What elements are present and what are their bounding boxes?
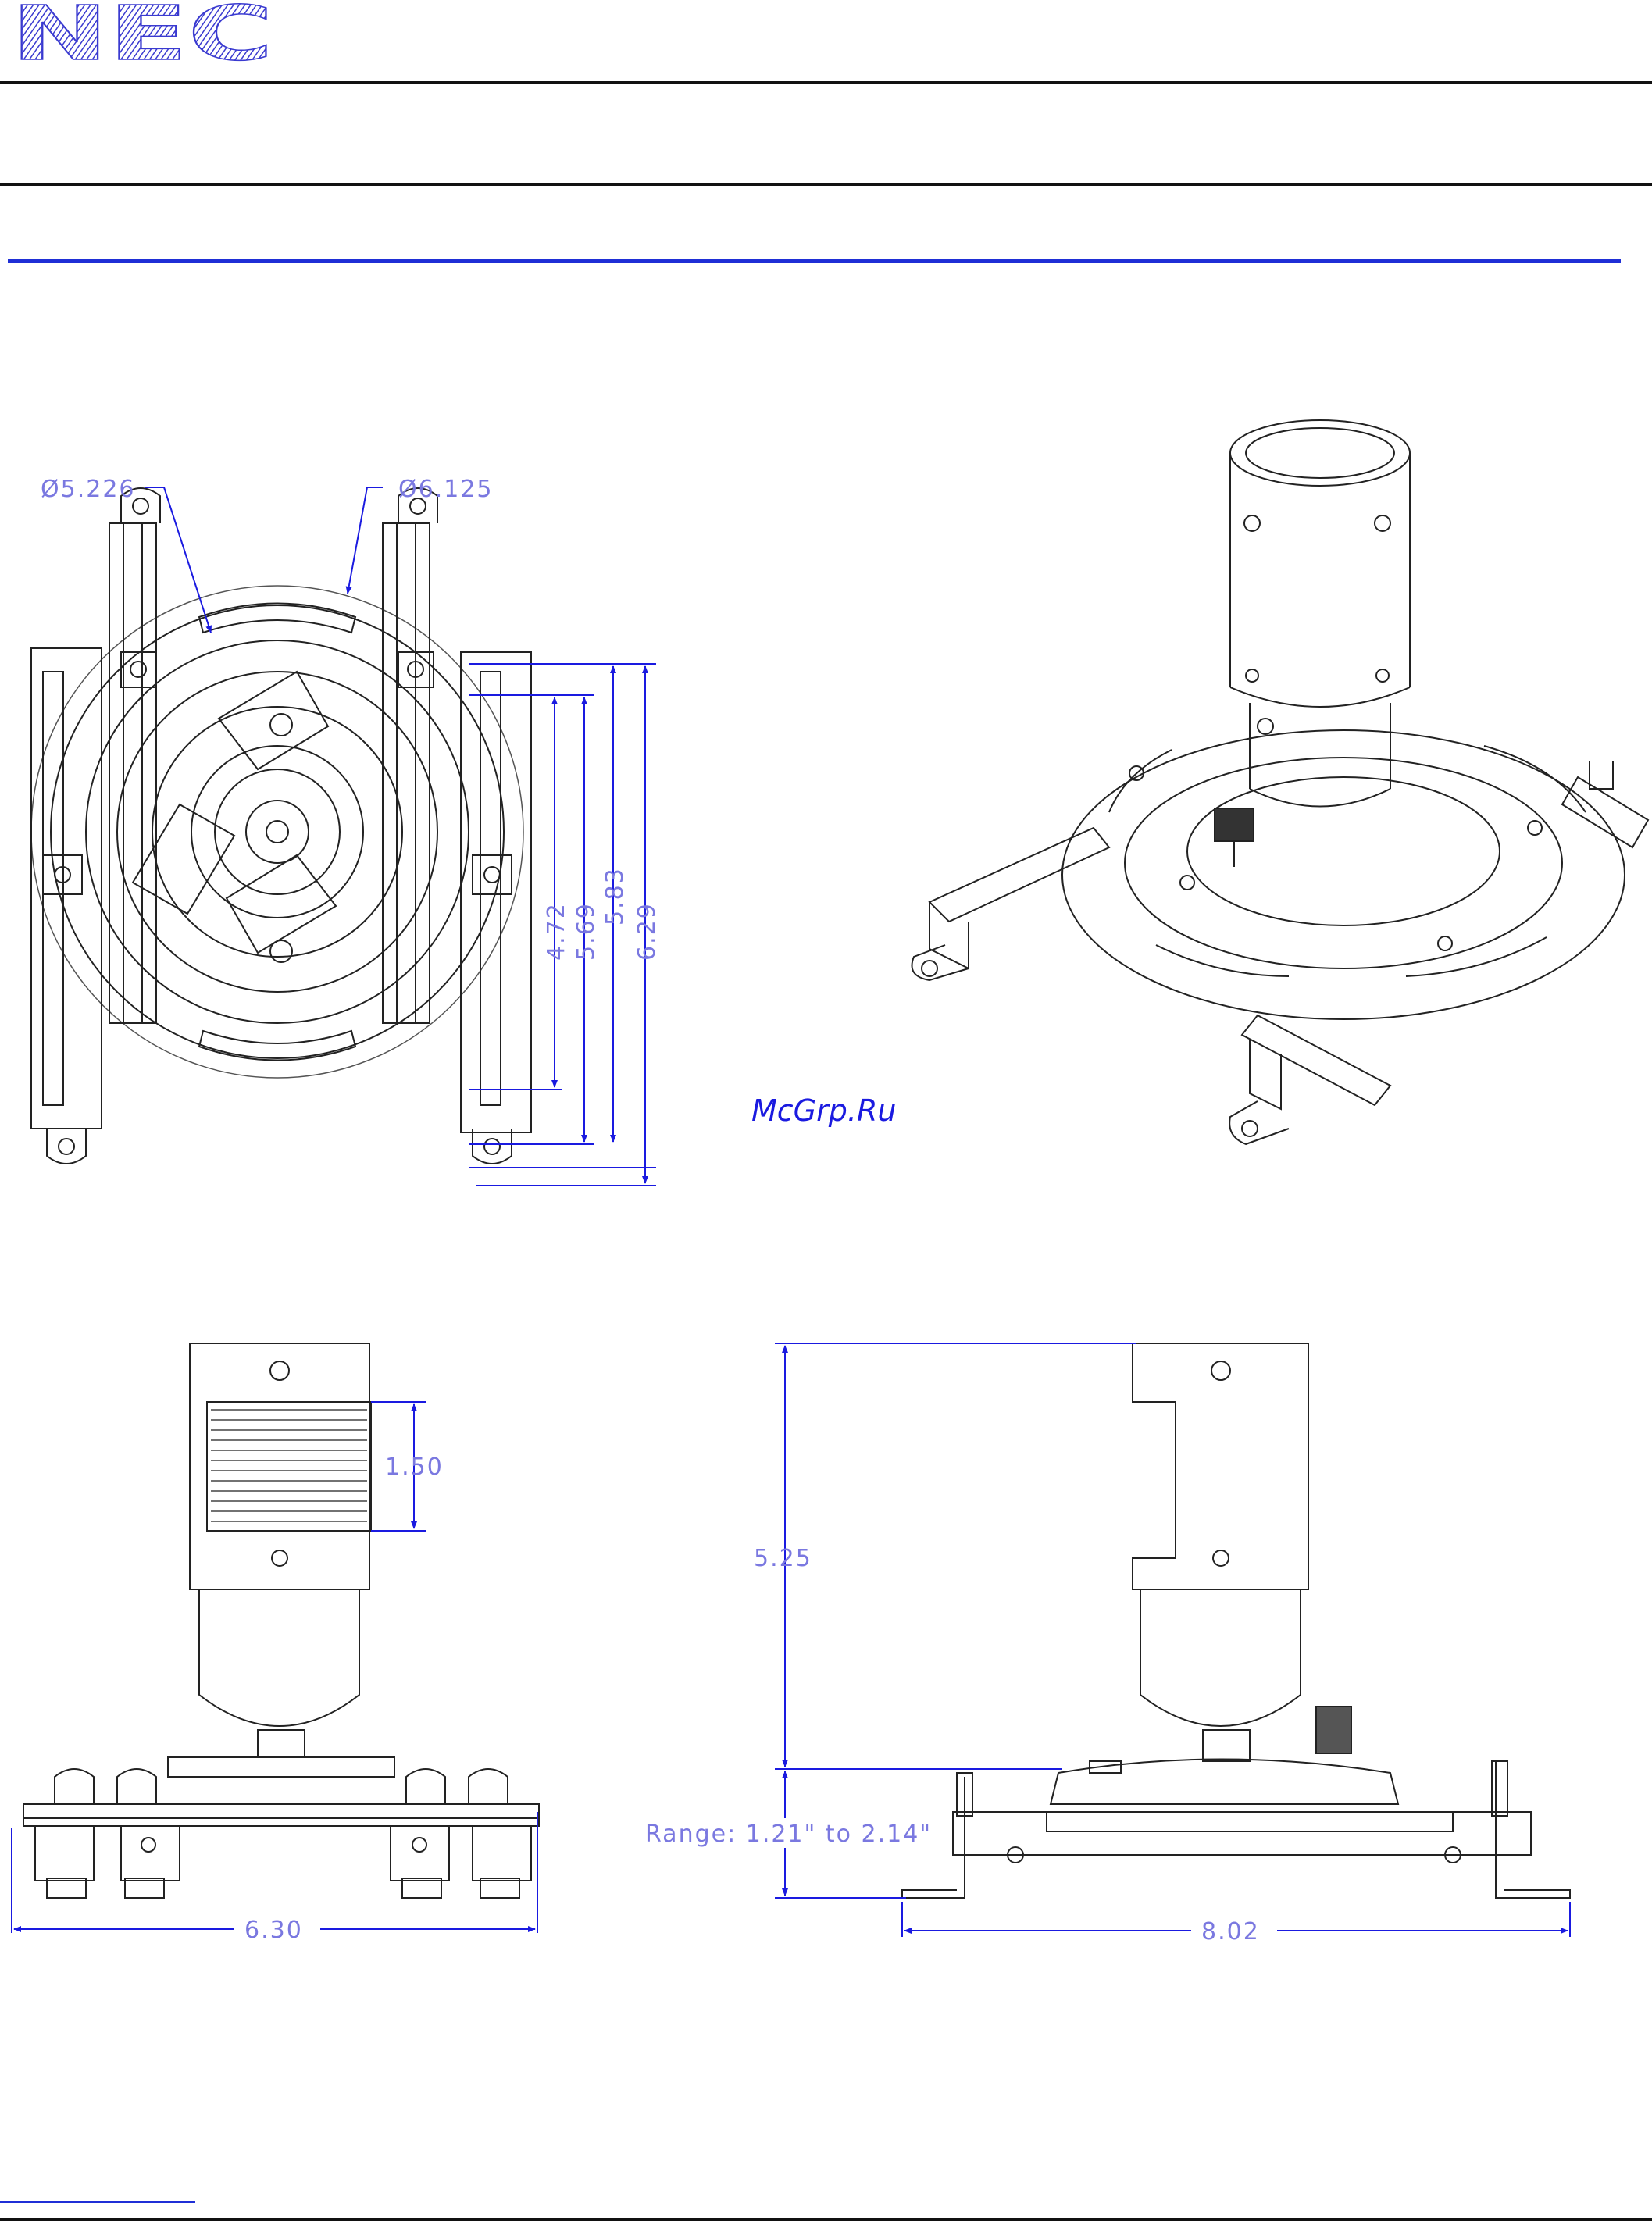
watermark: McGrp.Ru bbox=[751, 1093, 896, 1128]
front-height-label: 1.50 bbox=[385, 1453, 444, 1481]
dim-6-29: 6.29 bbox=[633, 902, 661, 961]
dim-5-83: 5.83 bbox=[601, 867, 629, 925]
dim-5-69: 5.69 bbox=[573, 902, 600, 961]
range-label: Range: 1.21" to 2.14" bbox=[645, 1821, 932, 1848]
front-width-label: 6.30 bbox=[244, 1917, 303, 1944]
front-view-dimensions bbox=[12, 1402, 537, 1933]
side-height-label: 5.25 bbox=[754, 1545, 812, 1572]
knurl-lines bbox=[211, 1410, 367, 1521]
side-view bbox=[902, 1343, 1570, 1898]
isometric-view bbox=[912, 420, 1649, 1144]
side-width-label: 8.02 bbox=[1201, 1918, 1260, 1945]
front-view bbox=[23, 1343, 539, 1898]
footer-link-underline bbox=[0, 2201, 195, 2203]
footer-rule bbox=[0, 2218, 1652, 2221]
top-view bbox=[31, 488, 531, 1164]
diameter-outer-label: Ø6.125 bbox=[398, 476, 494, 503]
diameter-inner-label: Ø5.226 bbox=[41, 476, 136, 503]
dim-4-72: 4.72 bbox=[543, 902, 570, 961]
